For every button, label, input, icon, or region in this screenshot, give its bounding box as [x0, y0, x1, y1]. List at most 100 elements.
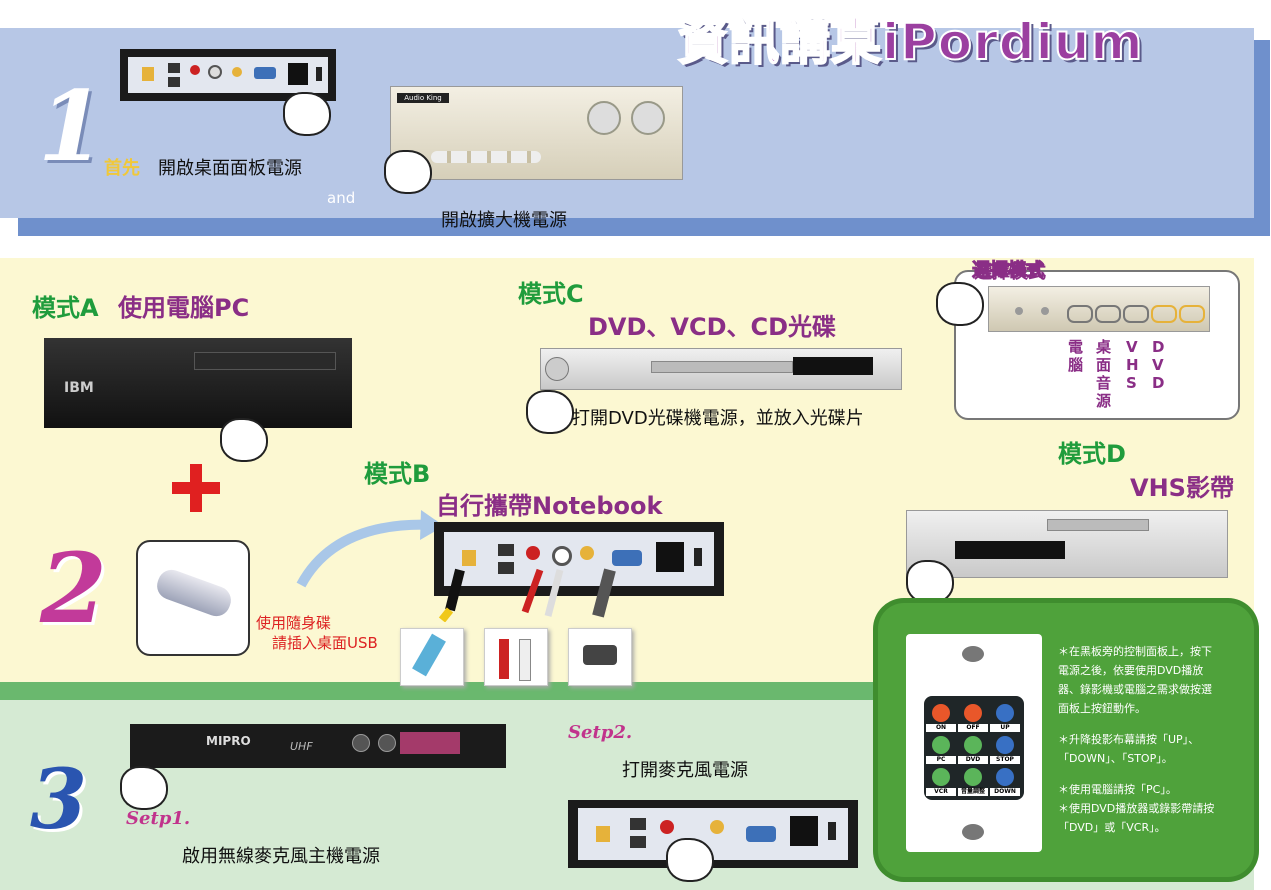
select-mode-box: 電 腦 桌 面 音 源 V H S D V D — [954, 270, 1240, 420]
mode-d-desc: VHS影帶 — [1130, 474, 1234, 502]
screw-icon — [962, 824, 984, 840]
desk-power-text: 開啟桌面面板電源 — [158, 158, 302, 179]
vga-port-icon — [746, 826, 776, 842]
control-button-dvd[interactable]: DVD — [958, 736, 988, 764]
amp-power-text: 開啟擴大機電源 — [441, 210, 567, 231]
mode-button-icon — [1151, 305, 1177, 323]
mode-c-desc: DVD、VCD、CD光碟 — [588, 313, 837, 341]
mode-b-desc: 自行攜帶Notebook — [436, 492, 663, 520]
usb-port-icon — [630, 836, 646, 848]
mic-panel-image — [568, 800, 858, 868]
mode-c-instruction: 打開DVD光碟機電源，並放入光碟片 — [572, 408, 864, 429]
rca-cable-image — [484, 628, 548, 686]
power-switch-icon — [828, 822, 836, 840]
usb-stick-icon — [153, 565, 235, 621]
usb-drive-image — [136, 540, 250, 656]
mode-knob-icon — [1015, 307, 1023, 315]
tape-slot-icon — [1047, 519, 1149, 531]
control-button-pc[interactable]: PC — [926, 736, 956, 764]
control-button-off[interactable]: OFF — [958, 704, 988, 732]
mode-button-icon — [1095, 305, 1121, 323]
pointing-hand-icon — [220, 418, 268, 462]
select-col-pc: 電 腦 — [1068, 338, 1084, 374]
vhs-display-icon — [955, 541, 1065, 559]
mode-c-label: 模式C — [518, 280, 584, 308]
plus-icon — [190, 464, 202, 512]
network-port-icon — [462, 550, 476, 566]
audio-red-port-icon — [526, 546, 540, 560]
button-grid: ON OFF UP PC DVD STOP VCR 音量調整 — [924, 696, 1024, 800]
select-col-desk-audio: 桌 面 音 源 — [1096, 338, 1112, 410]
control-button-volume[interactable]: 音量調整 — [958, 768, 988, 796]
arrow-icon — [296, 510, 444, 588]
off-icon — [964, 704, 982, 722]
on-icon — [932, 704, 950, 722]
power-switch-icon — [694, 548, 702, 566]
volume-knob-icon — [587, 101, 621, 135]
setp2-label: Setp2. — [568, 722, 633, 743]
vhs-player-image — [906, 510, 1228, 578]
mic-port-icon — [232, 67, 242, 77]
dvd-player-image — [540, 348, 902, 390]
amplifier-brand: Audio King — [397, 93, 449, 103]
power-switch-icon — [316, 67, 322, 81]
mic-port-icon — [580, 546, 594, 560]
receiver-knob-icon — [378, 734, 396, 752]
step-number-1: 1 — [38, 70, 105, 183]
receiver-brand: MIPRO — [206, 734, 251, 748]
setp1-label: Setp1. — [126, 808, 191, 829]
control-button-up[interactable]: UP — [990, 704, 1020, 732]
first-label: 首先 — [104, 158, 140, 179]
screw-icon — [962, 646, 984, 662]
network-port-icon — [596, 826, 610, 842]
control-button-down[interactable]: DOWN — [990, 768, 1020, 796]
volume-knob-icon — [631, 101, 665, 135]
pointing-hand-icon — [120, 766, 168, 810]
mode-b-label: 模式B — [364, 460, 431, 488]
rca-white-icon — [519, 639, 531, 681]
down-icon — [996, 768, 1014, 786]
note-3: ＊使用電腦請按「PC」。 — [1058, 783, 1177, 796]
control-button-stop[interactable]: STOP — [990, 736, 1020, 764]
mode-d-label: 模式D — [1058, 440, 1126, 468]
power-button-icon — [545, 357, 569, 381]
usb-port-icon — [630, 818, 646, 830]
usb-text-line1: 使用隨身碟 — [256, 614, 332, 632]
rca-red-icon — [499, 639, 509, 679]
mode-a-label: 模式A — [32, 294, 99, 322]
mic-port-icon — [710, 820, 724, 834]
step-number-3: 3 — [30, 752, 88, 848]
usb-text-line2: 請插入桌面USB — [272, 634, 378, 652]
control-button-on[interactable]: ON — [926, 704, 956, 732]
pointing-hand-icon — [384, 150, 432, 194]
power-outlet-icon — [288, 63, 308, 85]
control-button-vcr[interactable]: VCR — [926, 768, 956, 796]
vga-port-icon — [254, 67, 276, 79]
mode-knob-icon — [1041, 307, 1049, 315]
vga-port-icon — [612, 550, 642, 566]
power-outlet-icon — [790, 816, 818, 846]
pointing-hand-icon — [666, 838, 714, 882]
and-text: and — [327, 189, 356, 207]
mode-button-icon — [1123, 305, 1149, 323]
amplifier-image: Audio King — [390, 86, 683, 180]
usb-port-icon — [498, 562, 514, 574]
network-cable-image — [400, 628, 464, 686]
dvd-display-icon — [793, 357, 873, 375]
select-col-dvd: D V D — [1152, 338, 1165, 392]
dvd-drive-icon — [194, 352, 336, 370]
note-1: ＊在黑板旁的控制面板上，按下電源之後，依要使用DVD播放器、錄影機或電腦之需求做… — [1058, 645, 1212, 715]
mode-buttons-image — [988, 286, 1210, 332]
volume-icon — [964, 768, 982, 786]
disc-tray-icon — [651, 361, 793, 373]
ibm-logo: IBM — [64, 380, 94, 396]
audio-red-port-icon — [660, 820, 674, 834]
power-outlet-icon — [656, 542, 684, 572]
network-port-icon — [142, 67, 154, 81]
wireless-receiver-image: MIPRO UHF — [130, 724, 506, 768]
ibm-pc-image: IBM — [44, 338, 352, 428]
note-2: ＊升降投影布幕請按「UP」、「DOWN」、「STOP」。 — [1058, 733, 1200, 765]
receiver-model: UHF — [290, 740, 313, 753]
vga-cable-icon — [583, 645, 617, 665]
page-title: 資訊講桌iPordium — [677, 12, 1144, 72]
